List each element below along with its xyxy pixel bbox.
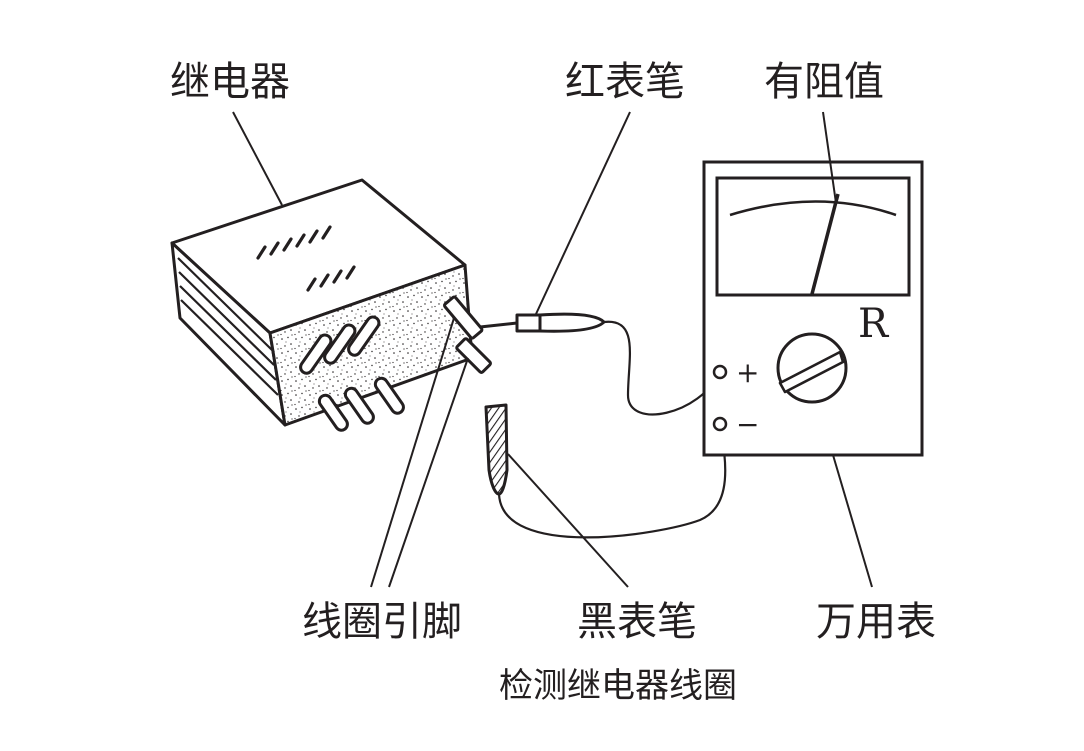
black-probe bbox=[484, 403, 509, 496]
relay-label: 继电器 bbox=[170, 59, 290, 105]
resistance-label: 有阻值 bbox=[764, 59, 884, 105]
relay-body bbox=[170, 178, 474, 427]
red-probe-wire bbox=[603, 320, 721, 416]
meter-needle bbox=[810, 193, 840, 295]
black-probe-label: 黑表笔 bbox=[577, 599, 697, 645]
minus-terminal[interactable] bbox=[712, 416, 728, 432]
pin bbox=[323, 323, 357, 365]
meter-scale-arc bbox=[729, 200, 897, 217]
multimeter-label: 万用表 bbox=[816, 599, 936, 645]
leader-lines bbox=[232, 111, 873, 588]
relay-top-markings bbox=[256, 225, 356, 292]
pin bbox=[373, 376, 405, 415]
red-probe bbox=[479, 312, 606, 333]
range-knob[interactable] bbox=[776, 332, 848, 404]
pin bbox=[347, 315, 381, 357]
plus-sign: + bbox=[736, 356, 759, 389]
pin bbox=[317, 393, 349, 432]
pin bbox=[343, 386, 375, 425]
plus-terminal[interactable] bbox=[712, 364, 728, 380]
relay-side-stripes bbox=[177, 257, 279, 396]
pin bbox=[299, 333, 333, 375]
coil-pin-upper bbox=[443, 295, 484, 340]
red-probe-label: 红表笔 bbox=[565, 59, 685, 105]
black-probe-wire bbox=[497, 423, 727, 539]
minus-sign: − bbox=[736, 408, 759, 441]
relay-pins bbox=[299, 295, 492, 432]
range-letter: R bbox=[858, 301, 890, 347]
figure-caption: 检测继电器线圈 bbox=[499, 666, 737, 706]
coil-pin-lower bbox=[455, 337, 492, 374]
coil-pins-label: 线圈引脚 bbox=[302, 599, 462, 645]
